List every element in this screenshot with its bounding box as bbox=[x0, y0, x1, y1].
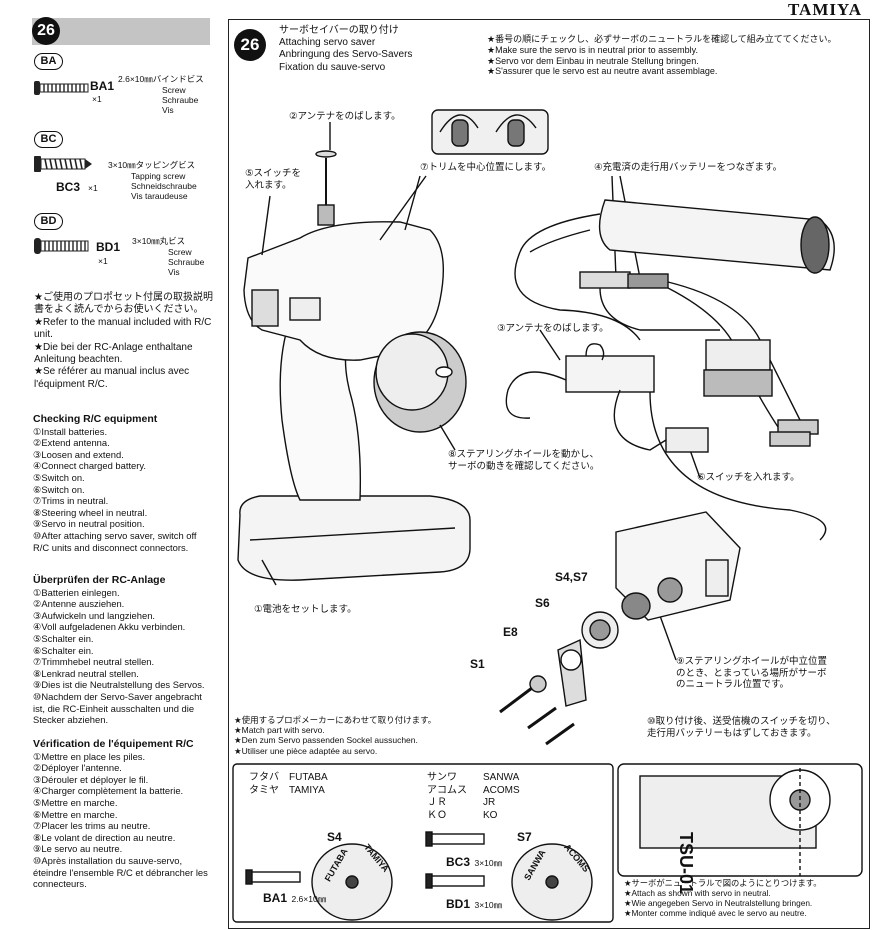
callout-extend-rx-antenna: ③アンテナをのばします。 bbox=[497, 323, 609, 334]
callout-extend-antenna: ②アンテナをのばします。 bbox=[289, 111, 401, 122]
screw-bd1-icon bbox=[34, 237, 90, 260]
part-spec-bc3: 3×10㎜タッピングビス bbox=[108, 160, 196, 170]
part-code-bd1: BD1 bbox=[96, 240, 121, 254]
part-qty-bc3: ×1 bbox=[88, 183, 98, 193]
brand-logo: TAMIYA bbox=[787, 0, 862, 19]
part-tag-bc: BC bbox=[34, 131, 63, 148]
callout-switch-off: ⑩取り付け後、送受信機のスイッチを切り、走行用バッテリーもはずしておきます。 bbox=[647, 716, 836, 739]
check-list-en: Checking R/C equipment ①Install batterie… bbox=[33, 413, 197, 553]
part-label-e8: E8 bbox=[503, 625, 518, 639]
bottom-bc3-label: BC3 3×10㎜ bbox=[446, 855, 503, 869]
callout-servo-neutral: ⑨ステアリングホイールが中立位置のとき、とまっている場所がサーボのニュートラル位… bbox=[676, 656, 828, 690]
part-qty-bd1: ×1 bbox=[98, 256, 108, 266]
screw-bc3-icon bbox=[34, 155, 94, 178]
bottom-bd1-label: BD1 3×10㎜ bbox=[446, 897, 503, 911]
part-label-s6: S6 bbox=[535, 596, 550, 610]
assembly-illustration: TSU-01 bbox=[232, 109, 863, 923]
step-titles: サーボセイバーの取り付け Attaching servo saver Anbri… bbox=[279, 25, 413, 73]
callout-steering-check: ⑧ステアリングホイールを動かし、サーボの動きを確認してください。 bbox=[448, 449, 600, 472]
attach-neutral-notes: ★サーボがニュートラルで図のようにとりつけます。 ★Attach as show… bbox=[624, 878, 822, 918]
manual-notes: ★ご使用のプロポセット付属の取扱説明書をよく読んでからお使いください。 ★Ref… bbox=[34, 292, 213, 390]
check-title-en: Checking R/C equipment bbox=[33, 413, 158, 425]
part-tag-bd: BD bbox=[34, 213, 63, 230]
check-title-de: Überprüfen der RC-Anlage bbox=[33, 574, 166, 586]
part-label-s4: S4 bbox=[327, 830, 342, 844]
part-spec-ba1: 2.6×10㎜バインドビス bbox=[118, 74, 204, 84]
step-header-bar bbox=[32, 18, 210, 45]
screw-ba1-icon bbox=[34, 80, 90, 101]
part-code-bc3: BC3 bbox=[56, 180, 81, 194]
main-step-badge: 26 bbox=[234, 29, 266, 61]
main-step-panel bbox=[228, 19, 870, 929]
callout-connect-battery: ④充電済の走行用バッテリーをつなぎます。 bbox=[594, 162, 783, 173]
part-spec-bd1: 3×10㎜丸ビス bbox=[132, 236, 186, 246]
part-qty-ba1: ×1 bbox=[92, 94, 102, 104]
part-tag-ba: BA bbox=[34, 53, 63, 70]
callout-install-batteries: ①電池をセットします。 bbox=[254, 604, 357, 615]
callout-trims-neutral: ⑦トリムを中心位置にします。 bbox=[420, 162, 552, 173]
check-list-de: Überprüfen der RC-Anlage ①Batterien einl… bbox=[33, 574, 205, 726]
part-label-s1: S1 bbox=[470, 657, 485, 671]
part-label-s4s7: S4,S7 bbox=[555, 570, 588, 584]
neutral-warning-notes: ★番号の順にチェックし、必ずサーボのニュートラルを確認して組み立ててください。 … bbox=[487, 34, 837, 77]
check-title-fr: Vérification de l'équipement R/C bbox=[33, 738, 194, 750]
match-part-notes: ★使用するプロポメーカーにあわせて取り付けます。 ★Match part wit… bbox=[234, 715, 437, 756]
servo-model-text: TSU-01 bbox=[676, 832, 696, 894]
part-code-ba1: BA1 bbox=[90, 79, 115, 93]
bottom-ba1-label: BA1 2.6×10㎜ bbox=[263, 891, 327, 905]
part-label-s7: S7 bbox=[517, 830, 532, 844]
check-list-fr: Vérification de l'équipement R/C ①Mettre… bbox=[33, 738, 208, 890]
callout-switch-on-tx: ⑤スイッチを入れます。 bbox=[245, 168, 302, 191]
callout-switch-on-rx: ⑥スイッチを入れます。 bbox=[697, 472, 800, 483]
step-number-badge: 26 bbox=[32, 17, 60, 45]
